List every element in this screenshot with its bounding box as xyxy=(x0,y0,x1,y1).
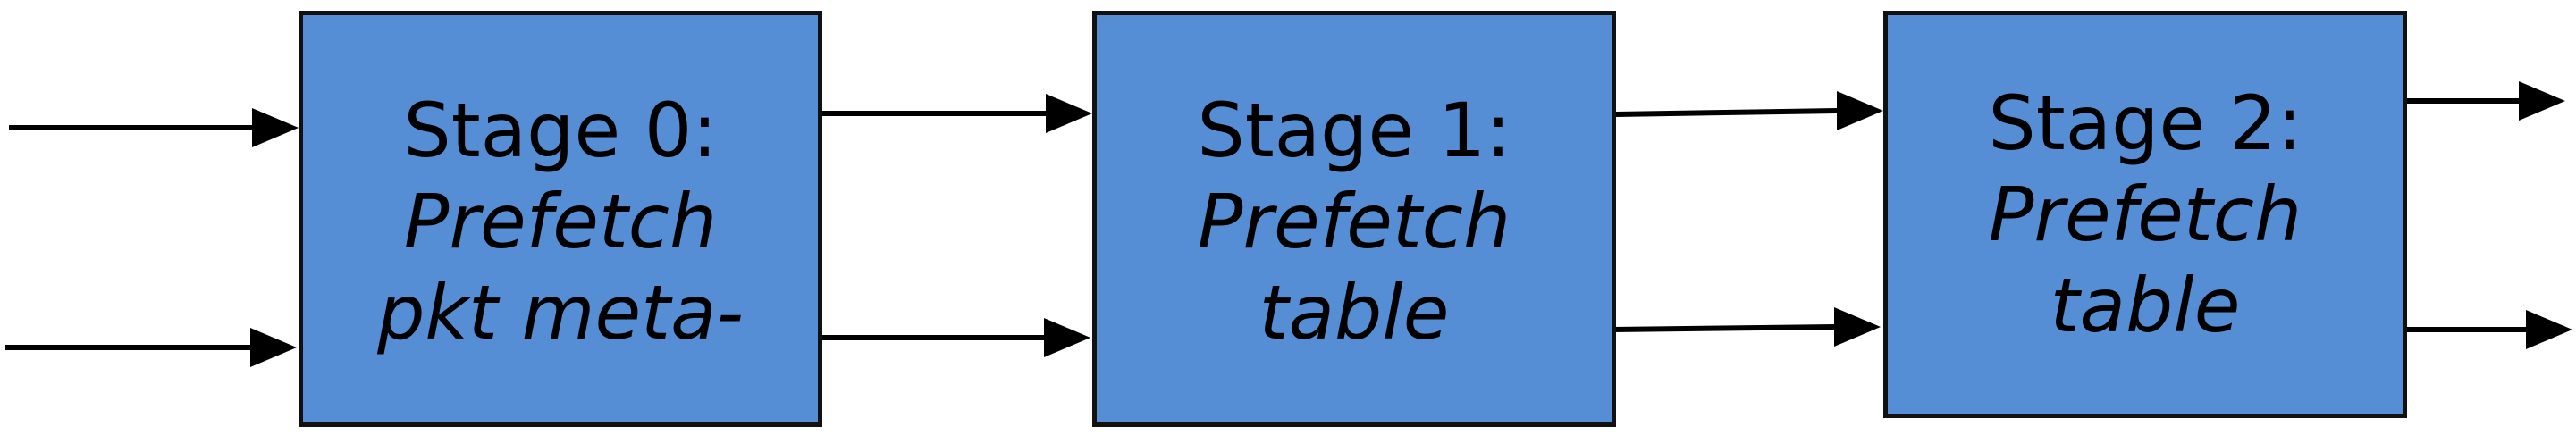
stage-0-desc-line-1: Prefetch xyxy=(403,178,718,265)
arrow-right-icon xyxy=(1046,94,1092,133)
arrow-stage1-to-stage2-top xyxy=(1615,108,1838,117)
stage-2-desc-line-1: Prefetch xyxy=(1988,171,2302,258)
arrow-right-icon xyxy=(1837,91,1883,130)
stage-2-title: Stage 2: xyxy=(1988,79,2302,167)
arrow-right-icon xyxy=(250,328,297,367)
arrow-right-icon xyxy=(252,108,299,147)
arrow-right-icon xyxy=(1044,318,1090,357)
arrow-right-icon xyxy=(2526,310,2572,349)
stage-1-box: Stage 1: Prefetch table xyxy=(1092,11,1616,427)
stage-1-desc-line-2: table xyxy=(1259,269,1450,356)
stage-1-title: Stage 1: xyxy=(1197,87,1511,174)
stage-1-desc-line-1: Prefetch xyxy=(1197,178,1511,265)
arrow-right-icon xyxy=(2519,81,2565,121)
stage-0-title: Stage 0: xyxy=(403,87,718,174)
stage-2-box: Stage 2: Prefetch table xyxy=(1883,11,2407,418)
arrow-stage1-to-stage2-bottom xyxy=(1612,324,1835,332)
stage-0-desc-line-2: pkt meta- xyxy=(377,269,744,356)
arrow-right-icon xyxy=(1834,307,1881,347)
stage-2-desc-line-2: table xyxy=(2050,262,2241,349)
stage-0-box: Stage 0: Prefetch pkt meta- xyxy=(299,11,822,427)
